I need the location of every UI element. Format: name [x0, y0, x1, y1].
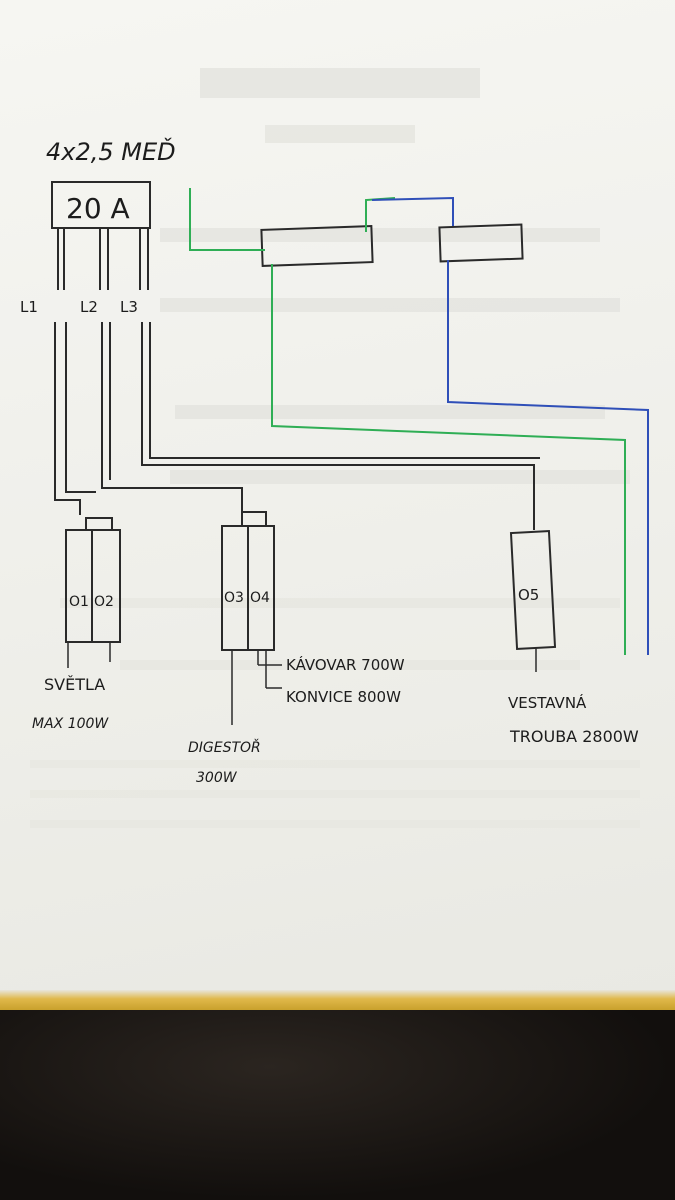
- folder-edge: [0, 990, 675, 1010]
- hood-power: 300W: [196, 770, 238, 786]
- line-label-l2: L2: [80, 298, 98, 316]
- phase-wires: [54, 228, 540, 530]
- socket-label-o2: O2: [94, 594, 114, 610]
- socket-group-1: O1 O2: [65, 517, 121, 668]
- socket-label-o3: O3: [224, 590, 244, 606]
- oven-label: VESTAVNÁ: [508, 693, 587, 712]
- cable-label: 4x2,5 MEĎ: [46, 137, 176, 166]
- socket-label-o1: O1: [69, 594, 89, 610]
- socket-label-o4: O4: [250, 590, 270, 606]
- socket-group-3: O5: [509, 530, 557, 672]
- kettle-label: KONVICE 800W: [286, 688, 401, 706]
- neutral-wire: [371, 196, 649, 655]
- terminal-blocks: [260, 223, 524, 267]
- table-surface: [0, 1010, 675, 1200]
- socket-label-o5: O5: [518, 586, 539, 604]
- hood-label: DIGESTOŘ: [188, 739, 261, 756]
- lights-power: MAX 100W: [32, 716, 109, 732]
- line-label-l1: L1: [20, 298, 38, 316]
- lights-label: SVĚTLA: [44, 675, 105, 694]
- ground-wire: [189, 188, 626, 655]
- oven-power: TROUBA 2800W: [509, 727, 639, 746]
- line-label-l3: L3: [120, 298, 138, 316]
- coffee-label: KÁVOVAR 700W: [286, 655, 405, 674]
- background-print: [30, 68, 640, 828]
- breaker-box: 20 A: [51, 181, 151, 229]
- wiring-diagram: 4x2,5 MEĎ 20 A L1 L2 L3: [20, 68, 649, 828]
- breaker-label: 20 A: [66, 192, 130, 225]
- paper-sheet: [0, 0, 675, 1000]
- socket-group-2: O3 O4: [221, 511, 282, 725]
